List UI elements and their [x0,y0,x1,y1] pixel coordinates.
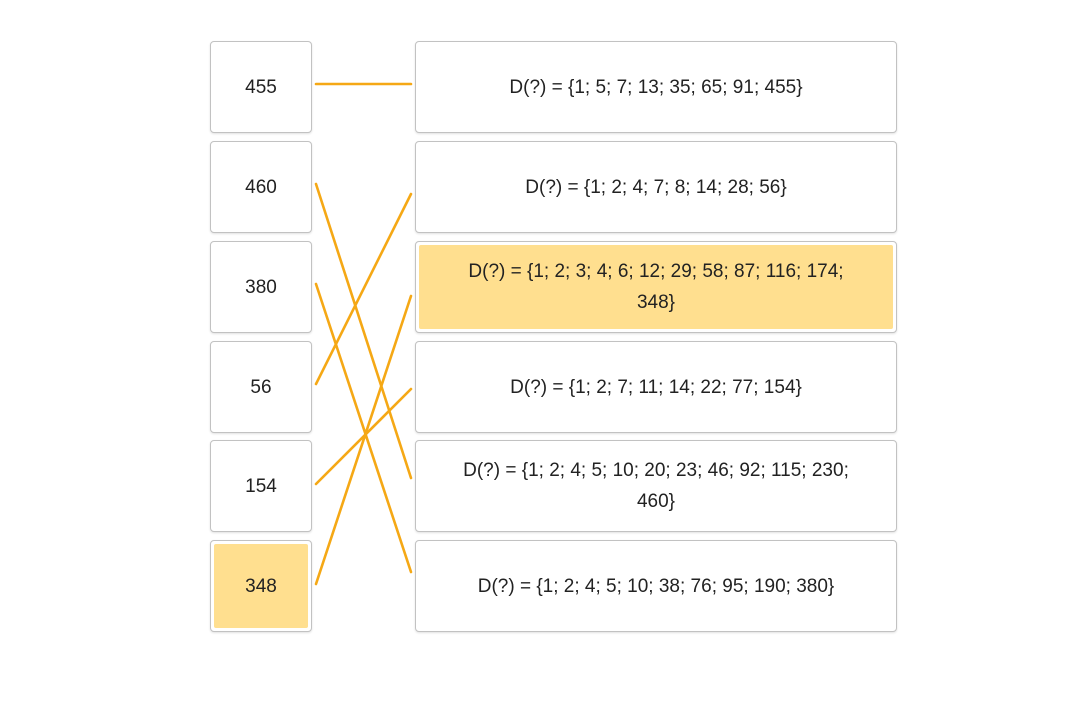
divisor-set-inner: D(?) = {1; 2; 3; 4; 6; 12; 29; 58; 87; 1… [419,245,893,329]
connection-line-6 [314,294,413,586]
divisor-set-inner: D(?) = {1; 5; 7; 13; 35; 65; 91; 455} [419,45,893,129]
number-label: 380 [245,276,277,298]
number-card-348[interactable]: 348 [210,540,312,632]
connection-line-4 [314,192,413,386]
divisor-set-label: D(?) = {1; 2; 3; 4; 6; 12; 29; 58; 87; 1… [468,261,844,313]
divisor-set-inner: D(?) = {1; 2; 4; 5; 10; 38; 76; 95; 190;… [419,544,893,628]
connection-line-5 [314,387,413,486]
number-card-455[interactable]: 455 [210,41,312,133]
divisor-set-card-6[interactable]: D(?) = {1; 2; 4; 5; 10; 38; 76; 95; 190;… [415,540,897,632]
number-label: 56 [250,376,272,398]
divisor-set-label: D(?) = {1; 2; 7; 11; 14; 22; 77; 154} [510,376,802,398]
number-card-inner: 460 [214,145,308,229]
divisor-set-card-1[interactable]: D(?) = {1; 5; 7; 13; 35; 65; 91; 455} [415,41,897,133]
number-card-154[interactable]: 154 [210,440,312,532]
divisor-set-label: D(?) = {1; 2; 4; 5; 10; 38; 76; 95; 190;… [477,575,835,597]
number-card-inner: 380 [214,245,308,329]
divisor-set-inner: D(?) = {1; 2; 7; 11; 14; 22; 77; 154} [419,345,893,429]
divisor-set-label: D(?) = {1; 2; 4; 5; 10; 20; 23; 46; 92; … [463,460,849,512]
connection-line-3 [314,282,413,574]
divisor-set-label: D(?) = {1; 5; 7; 13; 35; 65; 91; 455} [509,76,803,98]
number-card-460[interactable]: 460 [210,141,312,233]
divisor-set-card-2[interactable]: D(?) = {1; 2; 4; 7; 8; 14; 28; 56} [415,141,897,233]
connection-line-2 [314,182,413,480]
number-label: 154 [245,475,277,497]
number-card-inner: 154 [214,444,308,528]
number-card-56[interactable]: 56 [210,341,312,433]
number-label: 348 [245,575,277,597]
number-card-inner: 348 [214,544,308,628]
number-card-inner: 56 [214,345,308,429]
number-label: 460 [245,176,277,198]
divisor-set-inner: D(?) = {1; 2; 4; 7; 8; 14; 28; 56} [419,145,893,229]
number-card-inner: 455 [214,45,308,129]
divisor-set-card-4[interactable]: D(?) = {1; 2; 7; 11; 14; 22; 77; 154} [415,341,897,433]
divisor-set-inner: D(?) = {1; 2; 4; 5; 10; 20; 23; 46; 92; … [419,444,893,528]
divisor-set-card-3[interactable]: D(?) = {1; 2; 3; 4; 6; 12; 29; 58; 87; 1… [415,241,897,333]
number-label: 455 [245,76,277,98]
divisor-set-card-5[interactable]: D(?) = {1; 2; 4; 5; 10; 20; 23; 46; 92; … [415,440,897,532]
number-card-380[interactable]: 380 [210,241,312,333]
divisor-set-label: D(?) = {1; 2; 4; 7; 8; 14; 28; 56} [525,176,787,198]
